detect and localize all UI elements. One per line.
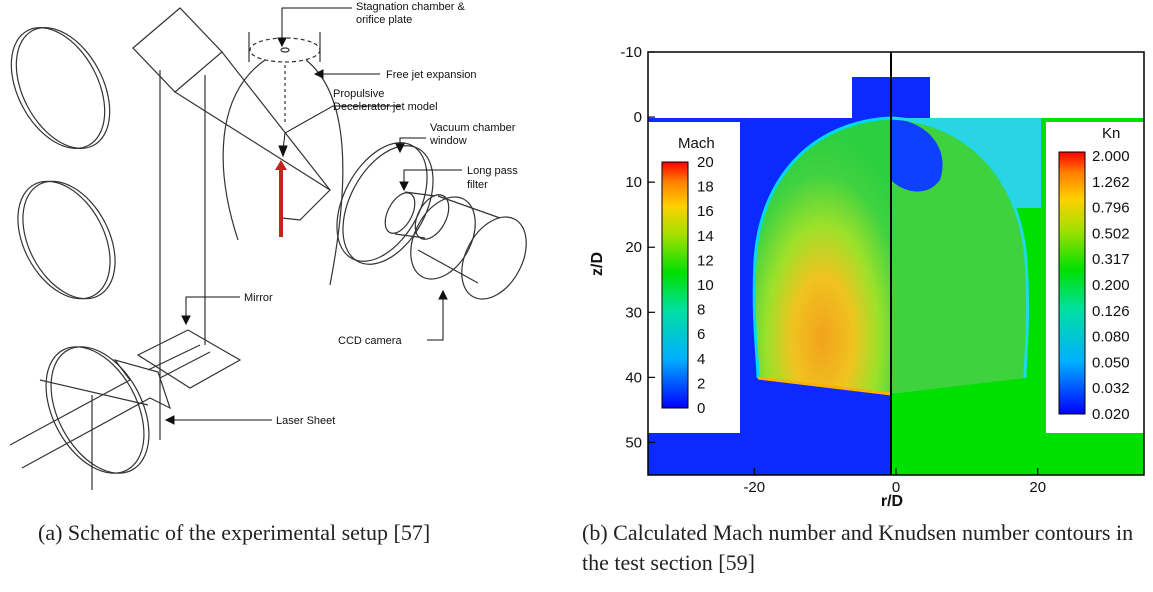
colorbar-tick-label: 4 xyxy=(697,351,705,368)
mach-colorbar-title: Mach xyxy=(678,135,715,152)
label-free-jet: Free jet expansion xyxy=(386,69,477,81)
label-filter-line2: filter xyxy=(467,179,488,191)
y-tick-label: 20 xyxy=(625,239,642,256)
colorbar-tick-label: 0.050 xyxy=(1092,354,1130,371)
colorbar-tick-label: 0.317 xyxy=(1092,251,1130,268)
label-laser-sheet: Laser Sheet xyxy=(276,415,335,427)
colorbar-tick-label: 2.000 xyxy=(1092,148,1130,165)
label-vacuum-line2: window xyxy=(429,135,467,147)
y-tick-label: 0 xyxy=(634,109,642,126)
propulsive-jet-model xyxy=(275,160,287,237)
window-ring-upper xyxy=(10,27,111,149)
kn-colorbar xyxy=(1058,151,1086,415)
mach-colorbar xyxy=(661,161,689,409)
x-tick-label: 0 xyxy=(892,479,900,496)
colorbar-tick-label: 1.262 xyxy=(1092,174,1130,191)
caption-a: (a) Schematic of the experimental setup … xyxy=(38,520,431,545)
y-tick-label: -10 xyxy=(620,44,642,61)
colorbar-tick-label: 18 xyxy=(697,179,714,196)
y-tick-label: 30 xyxy=(625,304,642,321)
y-tick-label: 50 xyxy=(625,434,642,451)
x-tick-label: -20 xyxy=(743,479,765,496)
colorbar-tick-label: 6 xyxy=(697,326,705,343)
colorbar-tick-label: 0.502 xyxy=(1092,225,1130,242)
caption-b: (b) Calculated Mach number and Knudsen n… xyxy=(582,520,1134,575)
ccd-camera xyxy=(384,191,527,300)
window-ring-lower xyxy=(45,346,150,474)
window-ring-middle xyxy=(17,180,116,300)
colorbar-tick-label: 0.796 xyxy=(1092,200,1130,217)
colorbar-tick-label: 0.200 xyxy=(1092,277,1130,294)
label-filter-line1: Long pass xyxy=(467,165,518,177)
colorbar-tick-label: 0.080 xyxy=(1092,329,1130,346)
colorbar-tick-label: 0.126 xyxy=(1092,303,1130,320)
vacuum-chamber-window xyxy=(336,142,434,265)
stagnation-chamber xyxy=(248,32,321,63)
colorbar-tick-label: 16 xyxy=(697,203,714,220)
label-vacuum-line1: Vacuum chamber xyxy=(430,122,516,134)
colorbar-tick-label: 0.020 xyxy=(1092,406,1130,423)
colorbar-tick-label: 10 xyxy=(697,277,714,294)
colorbar-tick-label: 12 xyxy=(697,252,714,269)
label-mirror: Mirror xyxy=(244,292,273,304)
laser-beam-path xyxy=(174,51,331,221)
x-tick-label: 20 xyxy=(1029,479,1046,496)
kn-colorbar-ticks: 2.000 1.262 0.796 0.502 0.317 0.200 0.126 0.080… xyxy=(1092,148,1130,423)
lower-mirror xyxy=(136,329,242,389)
label-stagnation-line1: Stagnation chamber & xyxy=(356,1,466,13)
label-propulsive-line2: Decelerator jet model xyxy=(333,101,438,113)
kn-colorbar-title: Kn xyxy=(1102,125,1120,142)
upper-mirror xyxy=(132,7,223,93)
y-tick-label: 40 xyxy=(625,369,642,386)
free-jet-plume xyxy=(222,59,266,241)
label-propulsive-line1: Propulsive xyxy=(333,88,384,100)
laser-sheet-shape xyxy=(9,358,172,469)
x-axis-label: r/D xyxy=(881,493,903,510)
colorbar-tick-label: 0.032 xyxy=(1092,380,1130,397)
y-axis-label: z/D xyxy=(589,252,606,276)
colorbar-tick-label: 8 xyxy=(697,302,705,319)
y-tick-label: 10 xyxy=(625,174,642,191)
colorbar-tick-label: 14 xyxy=(697,228,714,245)
label-camera: CCD camera xyxy=(338,335,402,347)
colorbar-tick-label: 0 xyxy=(697,400,705,417)
experimental-setup-schematic: Stagnation chamber & orifice plate Free … xyxy=(9,1,527,490)
label-stagnation-line2: orifice plate xyxy=(356,14,412,26)
colorbar-tick-label: 2 xyxy=(697,375,705,392)
colorbar-tick-label: 20 xyxy=(697,154,714,171)
